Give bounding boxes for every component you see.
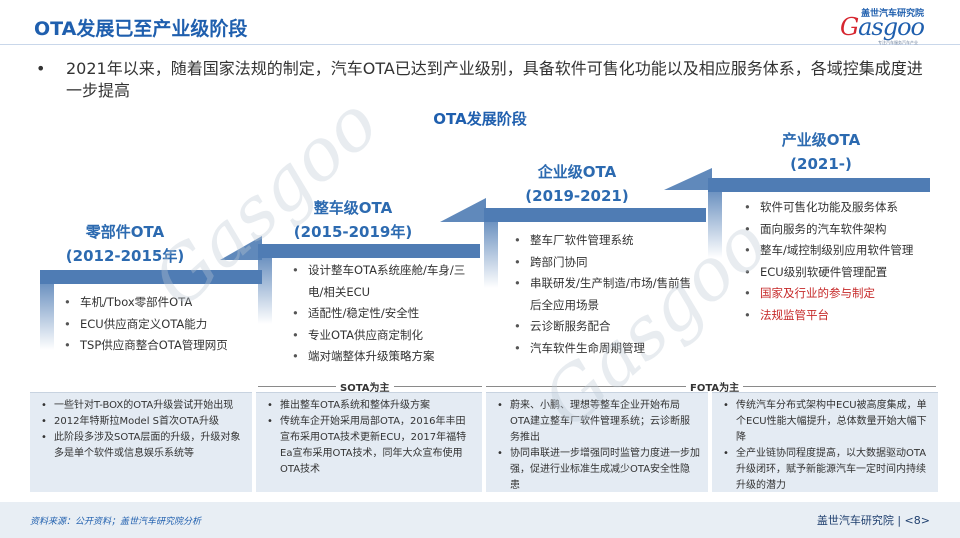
list-item-highlight: 法规监管平台: [742, 305, 942, 327]
list-item: 协同串联进一步增强同时监管力度进一步加强，促进行业标准生成减少OTA安全性隐患: [494, 446, 700, 494]
list-item: 端对端整体升级策略方案: [290, 346, 480, 368]
detail-box-1: 一些针对T-BOX的OTA升级尝试开始出现 2012年特斯拉Model S首次O…: [30, 392, 252, 492]
step-4-tread: [708, 178, 930, 192]
stage-2-list: 设计整车OTA系统座舱/车身/三电/相关ECU 适配性/稳定性/安全性 专业OT…: [290, 260, 480, 368]
stage-1-title: 零部件OTA (2012-2015年): [50, 220, 200, 268]
gasgoo-logo: 盖世汽车研究院 Gasgoo 专注汽车服务汽车产业: [824, 6, 925, 46]
staircase-graphic: [40, 168, 930, 350]
step-1-tread: [40, 270, 262, 284]
step-2-riser: [258, 244, 272, 324]
page-title: OTA发展已至产业级阶段: [34, 18, 248, 40]
intro-paragraph: • 2021年以来，随着国家法规的制定，汽车OTA已达到产业级别，具备软件可售化…: [36, 58, 936, 102]
stage-2-period: (2015-2019年): [293, 223, 413, 241]
sota-band-label: SOTA为主: [336, 379, 394, 394]
list-item: 整车厂软件管理系统: [512, 230, 702, 252]
step-2-tread: [258, 244, 480, 258]
list-item: ECU供应商定义OTA能力: [62, 314, 252, 336]
list-item: ECU级别软硬件管理配置: [742, 262, 942, 284]
stage-4-title: 产业级OTA (2021-): [746, 128, 896, 176]
list-item: 汽车软件生命周期管理: [512, 338, 702, 360]
logo-tagline: 专注汽车服务汽车产业: [878, 40, 918, 45]
stage-1-period: (2012-2015年): [65, 247, 185, 265]
stage-3-list: 整车厂软件管理系统 跨部门协同 串联研发/生产制造/市场/售前售后全应用场景 云…: [512, 230, 702, 359]
stage-2-title: 整车级OTA (2015-2019年): [278, 196, 428, 244]
intro-text: 2021年以来，随着国家法规的制定，汽车OTA已达到产业级别，具备软件可售化功能…: [66, 59, 923, 100]
logo-caption: 盖世汽车研究院: [860, 9, 924, 19]
list-item: 此阶段多涉及SOTA层面的升级，升级对象多是单个软件或信息娱乐系统等: [38, 430, 244, 462]
stage-2-name: 整车级OTA: [313, 199, 393, 217]
stage-1-name: 零部件OTA: [85, 223, 165, 241]
list-item: 设计整车OTA系统座舱/车身/三电/相关ECU: [290, 260, 480, 303]
stage-4-list: 软件可售化功能及服务体系 面向服务的汽车软件架构 整车/域控制级别应用软件管理 …: [742, 197, 942, 326]
page-number: 盖世汽车研究院 | <8>: [816, 514, 930, 527]
list-item: 传统汽车分布式架构中ECU被高度集成，单个ECU性能大幅提升，总体数量开始大幅下…: [720, 398, 930, 446]
list-item: 整车/域控制级别应用软件管理: [742, 240, 942, 262]
list-item: 云诊断服务配合: [512, 316, 702, 338]
detail-box-3: 蔚来、小鹏、理想等整车企业开始布局OTA建立整车厂软件管理系统；云诊断服务推出 …: [486, 392, 708, 492]
logo-wordmark: Gasgoo: [839, 13, 925, 41]
list-item: 车机/Tbox零部件OTA: [62, 292, 252, 314]
stair-arrow-2: [440, 198, 486, 222]
list-item: 串联研发/生产制造/市场/售前售后全应用场景: [512, 273, 702, 316]
step-3-riser: [484, 208, 498, 288]
detail-box-4: 传统汽车分布式架构中ECU被高度集成，单个ECU性能大幅提升，总体数量开始大幅下…: [712, 392, 938, 492]
list-item: 传统车企开始采用局部OTA，2016年丰田宣布采用OTA技术更新ECU，2017…: [264, 414, 474, 478]
stage-heading: OTA发展阶段: [433, 110, 527, 128]
list-item: 面向服务的汽车软件架构: [742, 219, 942, 241]
list-item: 专业OTA供应商定制化: [290, 325, 480, 347]
stair-arrow-1: [220, 236, 262, 260]
stage-4-name: 产业级OTA: [781, 131, 861, 149]
list-item: TSP供应商整合OTA管理网页: [62, 335, 252, 357]
source-note: 资料来源：公开资料；盖世汽车研究院分析: [30, 517, 202, 527]
list-item: 软件可售化功能及服务体系: [742, 197, 942, 219]
stage-1-list: 车机/Tbox零部件OTA ECU供应商定义OTA能力 TSP供应商整合OTA管…: [62, 292, 252, 357]
list-item: 全产业链协同程度提高，以大数据驱动OTA升级闭环，赋予新能源汽车一定时间内持续升…: [720, 446, 930, 494]
stair-arrow-3: [664, 168, 712, 190]
list-item-highlight: 国家及行业的参与制定: [742, 283, 942, 305]
stage-3-period: (2019-2021): [525, 187, 629, 205]
list-item: 2012年特斯拉Model S首次OTA升级: [38, 414, 244, 430]
list-item: 推出整车OTA系统和整体升级方案: [264, 398, 474, 414]
step-4-riser: [708, 178, 722, 258]
list-item: 适配性/稳定性/安全性: [290, 303, 480, 325]
intro-bullet: •: [36, 59, 46, 78]
step-3-tread: [484, 208, 706, 222]
logo-letters: asgoo: [858, 13, 925, 41]
stage-3-title: 企业级OTA (2019-2021): [502, 160, 652, 208]
list-item: 蔚来、小鹏、理想等整车企业开始布局OTA建立整车厂软件管理系统；云诊断服务推出: [494, 398, 700, 446]
footer: 资料来源：公开资料；盖世汽车研究院分析 盖世汽车研究院 | <8>: [0, 502, 960, 538]
logo-letter: G: [839, 13, 859, 41]
detail-box-2: 推出整车OTA系统和整体升级方案 传统车企开始采用局部OTA，2016年丰田宣布…: [256, 392, 482, 492]
fota-band-label: FOTA为主: [686, 379, 744, 394]
step-1-riser: [40, 270, 54, 350]
stage-3-name: 企业级OTA: [537, 163, 617, 181]
list-item: 跨部门协同: [512, 252, 702, 274]
list-item: 一些针对T-BOX的OTA升级尝试开始出现: [38, 398, 244, 414]
title-divider: [0, 44, 960, 45]
stage-4-period: (2021-): [790, 155, 852, 173]
